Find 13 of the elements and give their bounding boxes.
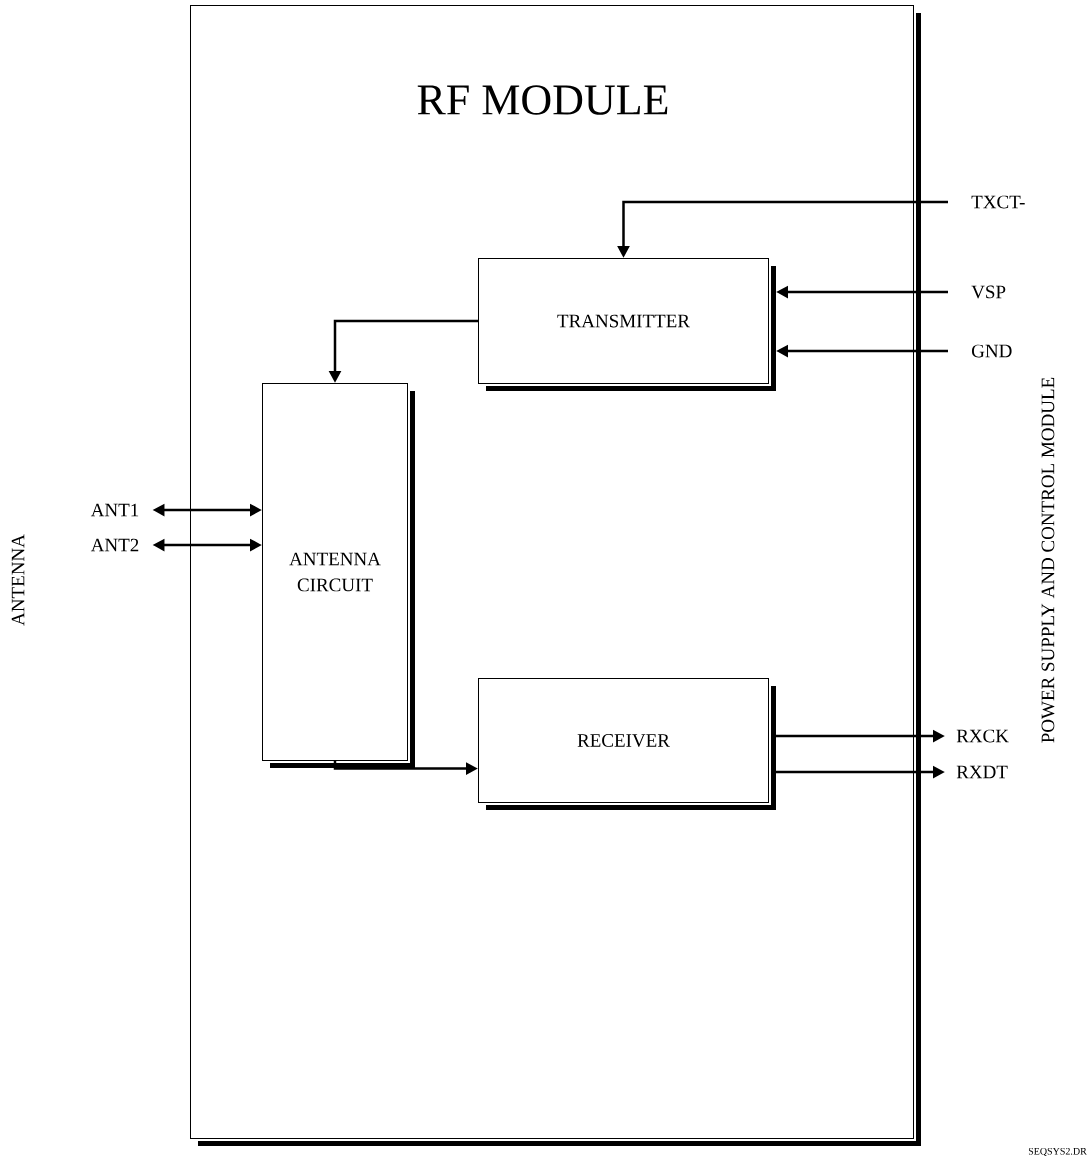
- signal-name: VSP: [971, 285, 1006, 299]
- file-name: SEQSYS2.DR: [1028, 1147, 1087, 1157]
- side-label: POWER SUPPLY AND CONTROL MODULE: [1041, 377, 1055, 743]
- block-box: RECEIVER: [478, 678, 776, 810]
- signal-name: ANT2: [90, 538, 139, 552]
- block-box: ANTENNA CIRCUIT: [262, 383, 415, 768]
- signal-name: GND: [972, 344, 1012, 358]
- signal-name: ANT1: [90, 503, 139, 517]
- signal-name: RXDT: [956, 765, 1008, 779]
- signal-name: RXCK: [956, 729, 1009, 743]
- block-box: TRANSMITTER: [478, 258, 776, 391]
- signal-name: TXCT-: [971, 195, 1025, 209]
- side-label: ANTENNA: [11, 534, 25, 626]
